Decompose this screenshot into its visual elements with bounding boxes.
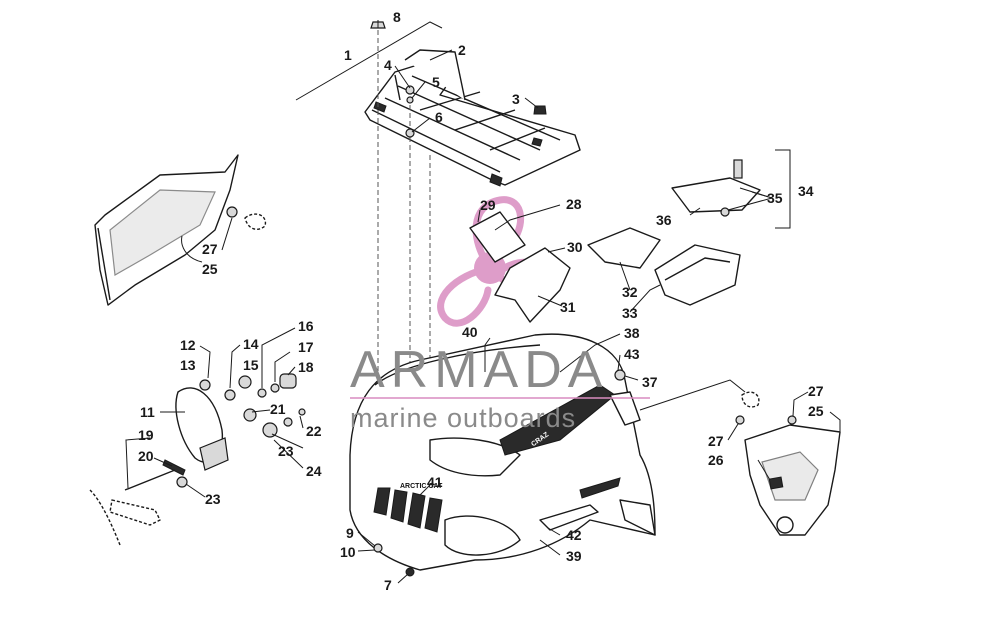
- callout-38: 38: [624, 325, 640, 341]
- callout-8: 8: [393, 9, 401, 25]
- callout-20: 20: [138, 448, 154, 464]
- callout-27a: 27: [202, 241, 218, 257]
- callout-4: 4: [384, 57, 392, 73]
- left-side-panel: [94, 154, 267, 306]
- callout-31: 31: [560, 299, 576, 315]
- callout-27b: 27: [808, 383, 824, 399]
- callout-13: 13: [180, 357, 196, 373]
- callout-21: 21: [270, 401, 286, 417]
- watermark-tagline: marine outboards: [350, 403, 576, 433]
- callout-26: 26: [708, 452, 724, 468]
- callout-5: 5: [432, 74, 440, 90]
- callout-18: 18: [298, 359, 314, 375]
- callout-1: 1: [344, 47, 352, 63]
- callout-35: 35: [767, 190, 783, 206]
- callout-42: 42: [566, 527, 582, 543]
- callout-32: 32: [622, 284, 638, 300]
- front-fender: CRAZ ARCTIC CAT: [349, 333, 656, 577]
- headlight-assembly: [89, 373, 306, 546]
- callout-19: 19: [138, 427, 154, 443]
- callout-numbers: 1 2 3 4 5 6 7 8 9 10 11 12 13 14 15 16 1…: [138, 9, 824, 593]
- callout-33: 33: [622, 305, 638, 321]
- callout-10: 10: [340, 544, 356, 560]
- callout-25b: 25: [808, 403, 824, 419]
- callout-41: 41: [427, 474, 443, 490]
- callout-40: 40: [462, 324, 478, 340]
- callout-9: 9: [346, 525, 354, 541]
- watermark: ARMADA marine outboards: [350, 341, 650, 433]
- front-rack: [295, 21, 581, 187]
- callout-43: 43: [624, 346, 640, 362]
- right-side-panel: [735, 391, 841, 536]
- callout-12: 12: [180, 337, 196, 353]
- callout-24: 24: [306, 463, 322, 479]
- callout-29: 29: [480, 197, 496, 213]
- callout-37: 37: [642, 374, 658, 390]
- callout-34: 34: [798, 183, 814, 199]
- leader-lines: [125, 20, 841, 584]
- callout-36: 36: [656, 212, 672, 228]
- callout-22: 22: [306, 423, 322, 439]
- callout-39: 39: [566, 548, 582, 564]
- watermark-brand: ARMADA: [350, 341, 608, 399]
- callout-23a: 23: [278, 443, 294, 459]
- callout-23b: 23: [205, 491, 221, 507]
- callout-25a: 25: [202, 261, 218, 277]
- callout-14: 14: [243, 336, 259, 352]
- callout-27c: 27: [708, 433, 724, 449]
- hood-decal: ARCTIC CAT: [400, 483, 443, 490]
- storage-components: [469, 149, 791, 323]
- callout-7: 7: [384, 577, 392, 593]
- callout-3: 3: [512, 91, 520, 107]
- hardware-3-4-5-6: [405, 85, 547, 138]
- callout-30: 30: [567, 239, 583, 255]
- callout-15: 15: [243, 357, 259, 373]
- callout-11: 11: [140, 404, 155, 420]
- callout-6: 6: [435, 109, 443, 125]
- callout-28: 28: [566, 196, 582, 212]
- callout-17: 17: [298, 339, 314, 355]
- callout-2: 2: [458, 42, 466, 58]
- callout-16: 16: [298, 318, 314, 334]
